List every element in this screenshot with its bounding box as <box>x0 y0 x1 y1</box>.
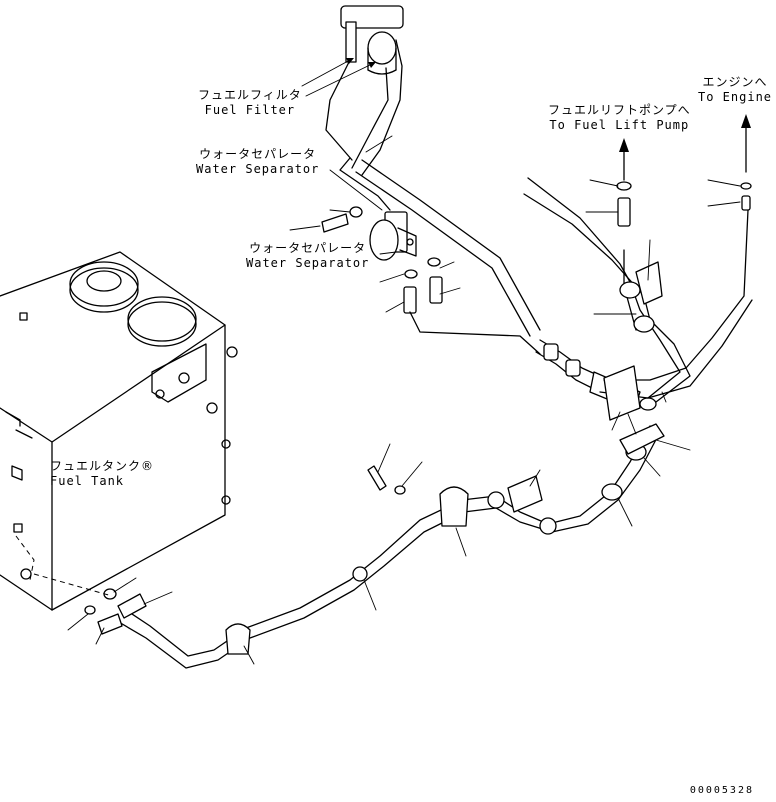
to-fuel-lift-pump-label-jp: フュエルリフトポンプへ <box>548 103 691 117</box>
fuel-tank <box>0 251 238 611</box>
water-separator-upper-label: ウォータセパレータ Water Separator <box>196 147 319 177</box>
water-separator <box>321 206 443 314</box>
leader-lines <box>67 58 741 665</box>
fuel-hoses <box>84 114 753 669</box>
fuel-tank-label-en: Fuel Tank <box>50 474 125 488</box>
to-engine-label-en: To Engine <box>698 90 773 104</box>
fuel-filter-label-jp: フュエルフィルタ <box>198 88 302 102</box>
document-number: 00005328 <box>689 785 754 796</box>
fuel-tank-label: フュエルタンク® Fuel Tank <box>50 459 154 489</box>
to-fuel-lift-pump-label: フュエルリフトポンプへ To Fuel Lift Pump <box>548 103 691 133</box>
to-fuel-lift-pump-label-en: To Fuel Lift Pump <box>549 118 690 132</box>
fuel-filter <box>325 5 404 176</box>
water-separator-upper-label-jp: ウォータセパレータ <box>199 147 317 161</box>
to-engine-label: エンジンへ To Engine <box>698 75 772 105</box>
fuel-filter-label: フュエルフィルタ Fuel Filter <box>198 88 302 118</box>
water-separator-upper-label-en: Water Separator <box>196 162 320 176</box>
fuel-filter-label-en: Fuel Filter <box>204 103 296 117</box>
to-engine-label-jp: エンジンへ <box>702 75 768 89</box>
water-separator-lower-label-jp: ウォータセパレータ <box>249 241 367 255</box>
water-separator-lower-label-en: Water Separator <box>246 256 370 270</box>
water-separator-lower-label: ウォータセパレータ Water Separator <box>246 241 369 271</box>
fuel-tank-label-jp: フュエルタンク® <box>50 459 155 473</box>
